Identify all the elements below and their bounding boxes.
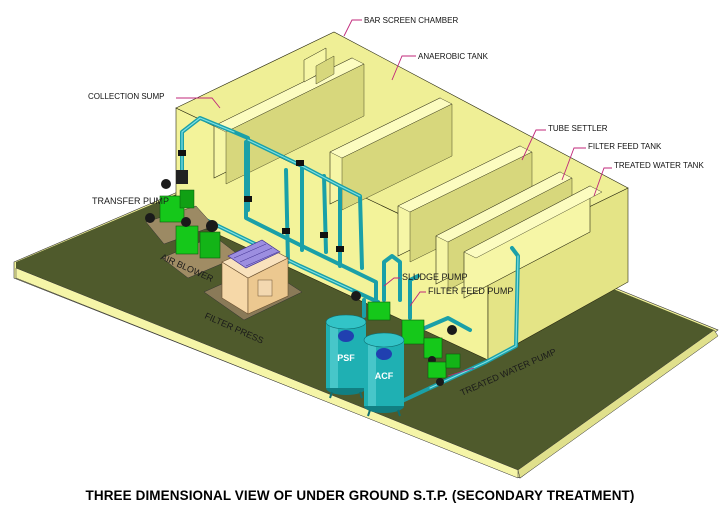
compartment-walls (213, 47, 603, 299)
transfer-pump-label: TRANSFER PUMP (92, 196, 169, 206)
sludge-pump-unit (351, 291, 391, 321)
treated-water-tank-label: TREATED WATER TANK (614, 161, 704, 170)
sludge-pump-label: SLUDGE PUMP (402, 272, 468, 282)
collection-sump-label: COLLECTION SUMP (88, 92, 164, 101)
ground-slab-rim (15, 267, 519, 479)
ground-slab-rim-right (517, 329, 719, 479)
bar-screen-chamber-label: BAR SCREEN CHAMBER (364, 16, 458, 25)
leader-lines (176, 19, 612, 377)
psf-label: PSF (337, 353, 355, 363)
acf-vessel: ACF (363, 332, 405, 417)
filter-feed-tank-label: FILTER FEED TANK (588, 142, 662, 151)
anaerobic-tank-label: ANAEROBIC TANK (418, 52, 489, 61)
diagram-caption: THREE DIMENSIONAL VIEW OF UNDER GROUND S… (85, 488, 635, 503)
transfer-pump-unit (145, 170, 215, 245)
filter-press-unit (203, 239, 303, 321)
air-blower-unit (161, 217, 241, 279)
stp-3d-drawing: PSF ACF BAR SCREEN CHAMBER ANAEROBIC TAN… (13, 16, 719, 479)
psf-vessel: PSF (325, 314, 367, 399)
filter-feed-pump-label: FILTER FEED PUMP (428, 286, 513, 296)
acf-label: ACF (375, 371, 394, 381)
treated-water-pump-unit (427, 353, 461, 386)
tube-settler-label: TUBE SETTLER (548, 124, 608, 133)
